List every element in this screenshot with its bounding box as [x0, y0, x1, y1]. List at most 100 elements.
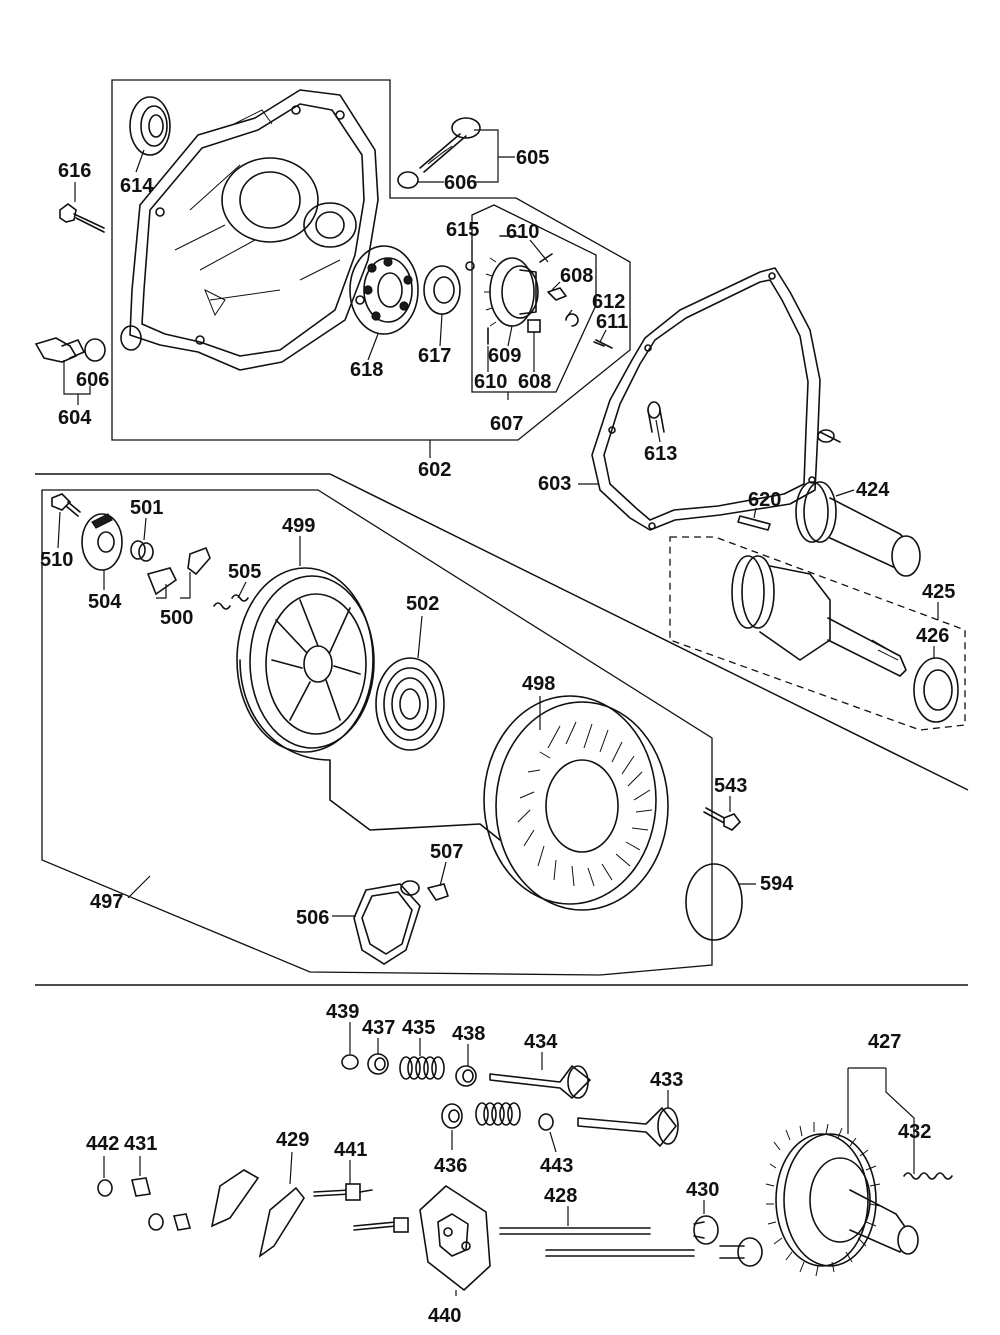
label-501: 501 [130, 497, 163, 519]
starter-handle-506 [353, 880, 421, 965]
rocker-arm-429 [210, 1169, 305, 1258]
ratchet-500 [146, 546, 211, 596]
label-442: 442 [86, 1133, 119, 1155]
label-606: 606 [76, 369, 109, 391]
label-543: 543 [714, 775, 747, 797]
springs-505 [213, 594, 249, 610]
label-426: 426 [916, 625, 949, 647]
label-608: 608 [518, 371, 551, 393]
label-441: 441 [334, 1139, 367, 1161]
starter-reel-499 [236, 567, 501, 841]
group-box-497 [41, 489, 713, 976]
o-ring-606-top [397, 171, 419, 189]
ball-bearing-426 [913, 657, 959, 723]
label-431: 431 [124, 1133, 157, 1155]
push-rod-428 [499, 1227, 695, 1257]
key-620 [737, 515, 771, 531]
rocker-bolt-441 [313, 1183, 409, 1233]
label-606: 606 [444, 172, 477, 194]
tappet-430 [693, 1215, 763, 1267]
leader-lines [57, 129, 939, 1296]
label-602: 602 [418, 459, 451, 481]
label-428: 428 [544, 1185, 577, 1207]
label-438: 438 [452, 1023, 485, 1045]
label-611: 611 [596, 311, 628, 333]
label-430: 430 [686, 1179, 719, 1201]
starter-housing-498 [483, 695, 669, 911]
label-594: 594 [760, 873, 794, 895]
spring-432 [903, 1172, 953, 1180]
retainer-438 [455, 1065, 477, 1087]
label-605: 605 [516, 147, 549, 169]
group-box-602 [111, 79, 631, 441]
label-439: 439 [326, 1001, 359, 1023]
label-504: 504 [88, 591, 122, 613]
crankshaft-424 [795, 481, 921, 577]
valve-spring-lower [475, 1102, 521, 1126]
retainer-436 [441, 1103, 463, 1129]
callout-labels: 616 614 605 606 615 610 608 612 611 618 … [40, 147, 955, 1327]
crankcase-cover [120, 89, 379, 371]
label-616: 616 [58, 160, 91, 182]
label-609: 609 [488, 345, 521, 367]
label-427: 427 [868, 1031, 901, 1053]
bolt-616 [59, 203, 105, 233]
label-614: 614 [120, 175, 154, 197]
intake-valve-433 [577, 1107, 679, 1147]
label-505: 505 [228, 561, 261, 583]
label-436: 436 [434, 1155, 467, 1177]
label-435: 435 [402, 1017, 435, 1039]
label-620: 620 [748, 489, 781, 511]
label-610: 610 [506, 221, 539, 243]
label-612: 612 [592, 291, 625, 313]
gasket-603 [591, 267, 821, 531]
label-437: 437 [362, 1017, 395, 1039]
label-425: 425 [922, 581, 955, 603]
recoil-spring-502 [375, 657, 445, 751]
governor-assembly-607 [465, 235, 613, 349]
spring-501 [130, 540, 154, 562]
label-615: 615 [446, 219, 479, 241]
label-603: 603 [538, 473, 571, 495]
label-500: 500 [160, 607, 193, 629]
label-610: 610 [474, 371, 507, 393]
o-ring-594 [685, 863, 743, 941]
label-429: 429 [276, 1129, 309, 1151]
label-432: 432 [898, 1121, 931, 1143]
valve-cap-439 [341, 1054, 359, 1070]
label-499: 499 [282, 515, 315, 537]
guide-plate-440 [419, 1185, 491, 1291]
label-443: 443 [540, 1155, 573, 1177]
valve-spring-435 [399, 1056, 445, 1080]
drain-plug-604 [34, 337, 85, 363]
rope-guide-507 [427, 883, 449, 901]
label-607: 607 [490, 413, 523, 435]
exhaust-valve-434 [489, 1065, 591, 1099]
label-440: 440 [428, 1305, 461, 1327]
adjusting-nut-431 [131, 1177, 151, 1197]
ball-bearing-617 [423, 265, 461, 315]
label-506: 506 [296, 907, 329, 929]
ball-bearing-618 [349, 245, 419, 335]
group-box-607 [471, 204, 597, 393]
nuts-lower [148, 1213, 192, 1231]
label-502: 502 [406, 593, 439, 615]
section-divider-diagonal [329, 473, 969, 791]
valve-seal-443 [538, 1113, 554, 1131]
bolt-543 [703, 807, 742, 831]
label-424: 424 [856, 479, 890, 501]
label-507: 507 [430, 841, 463, 863]
label-510: 510 [40, 549, 73, 571]
label-604: 604 [58, 407, 92, 429]
o-ring-606-bottom [84, 338, 106, 362]
label-498: 498 [522, 673, 555, 695]
label-608: 608 [560, 265, 593, 287]
dowel-pins-613 [647, 401, 841, 443]
camshaft-427 [765, 1122, 919, 1277]
label-497: 497 [90, 891, 123, 913]
label-613: 613 [644, 443, 677, 465]
bolt-510 [51, 493, 81, 517]
friction-plate-504 [81, 513, 123, 571]
nut-442 [97, 1179, 113, 1197]
